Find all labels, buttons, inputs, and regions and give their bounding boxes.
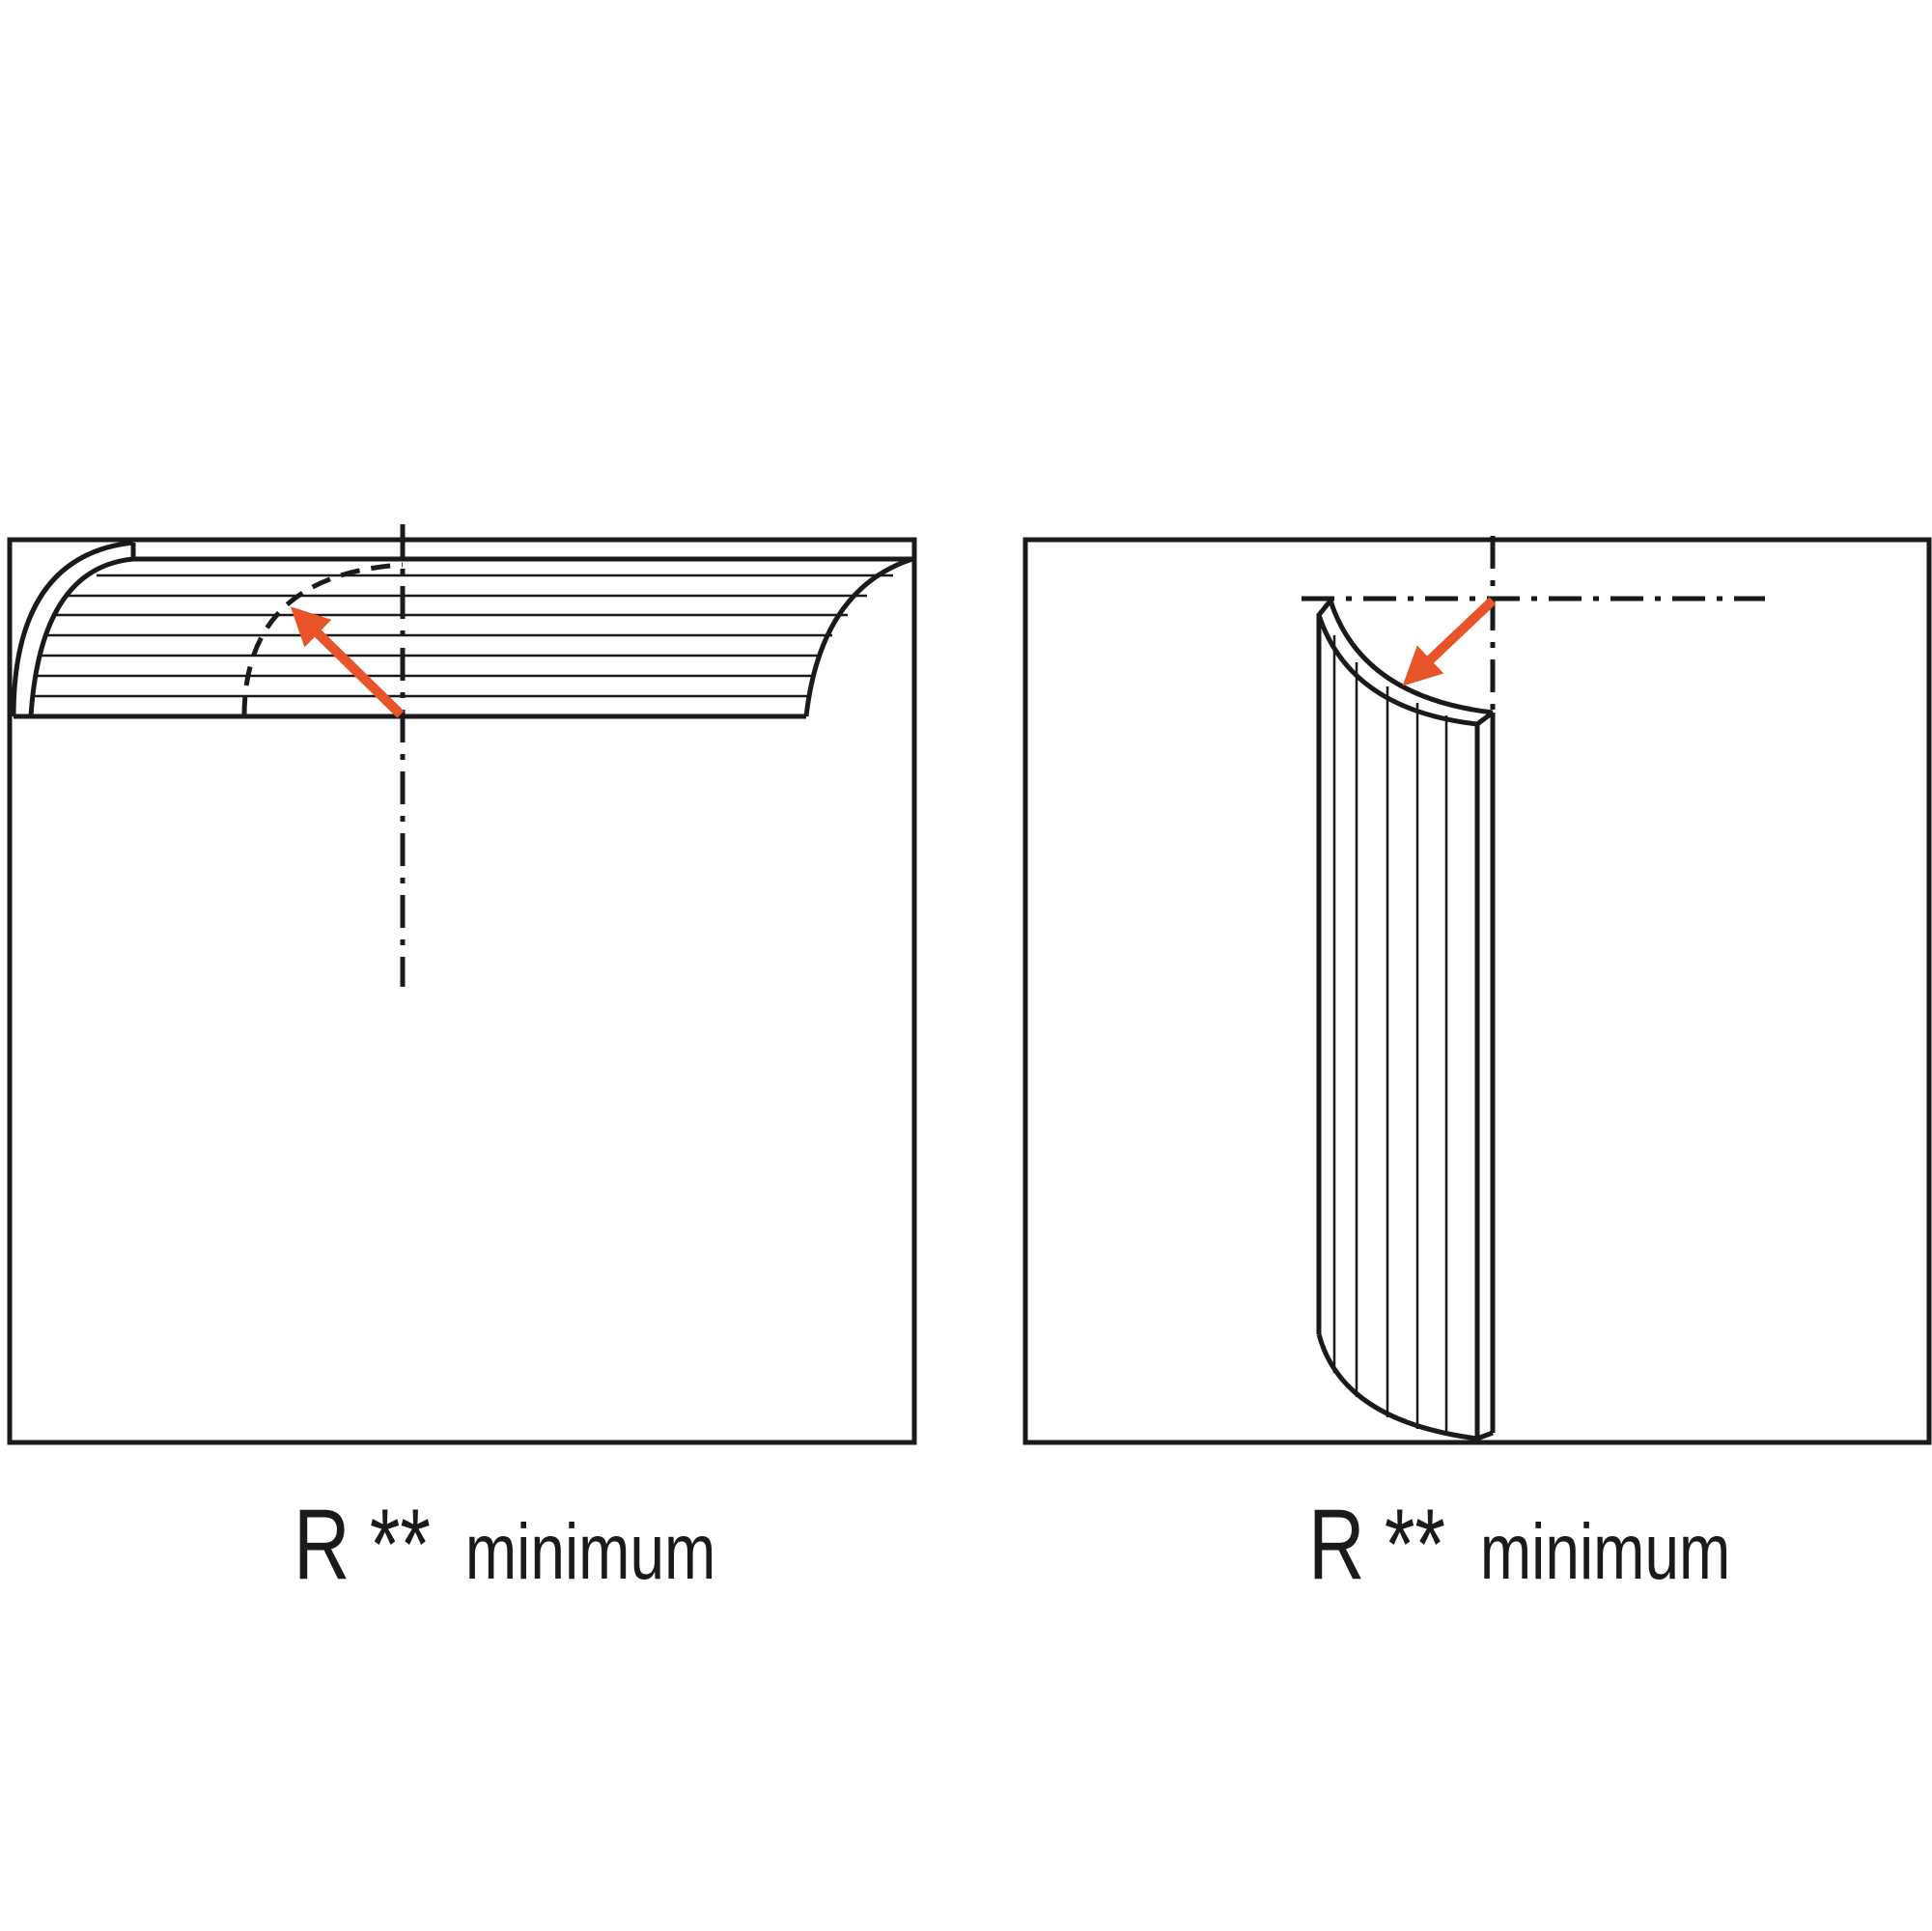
left-caption-radius-symbol: R xyxy=(294,1489,350,1601)
left-bead-outer-edge xyxy=(11,540,134,717)
left-horizontal-bead xyxy=(11,540,913,719)
left-radius-arrow xyxy=(290,606,405,718)
left-panel-frame xyxy=(7,537,917,1445)
right-panel xyxy=(1022,536,1932,1445)
right-bead-bottom-profile xyxy=(1316,1333,1494,1441)
right-panel-frame xyxy=(1022,537,1932,1445)
left-panel xyxy=(7,524,917,1445)
right-vertical-bead xyxy=(1316,599,1496,1441)
right-caption-word: minimum xyxy=(1479,1508,1731,1596)
left-caption-stars: ** xyxy=(369,1489,432,1601)
right-caption-radius-symbol: R xyxy=(1308,1489,1365,1601)
left-bead-profile xyxy=(28,556,913,717)
right-radius-arrow xyxy=(1402,597,1497,686)
right-caption-stars: ** xyxy=(1384,1489,1446,1601)
right-bead-top-face xyxy=(1316,599,1495,727)
left-radius-dashed-arc xyxy=(241,562,404,717)
left-caption-word: minimum xyxy=(464,1508,716,1596)
right-caption: R ** minimum xyxy=(1308,1495,1730,1595)
right-bead-top-rim xyxy=(1328,600,1494,715)
left-caption: R ** minimum xyxy=(294,1495,715,1595)
